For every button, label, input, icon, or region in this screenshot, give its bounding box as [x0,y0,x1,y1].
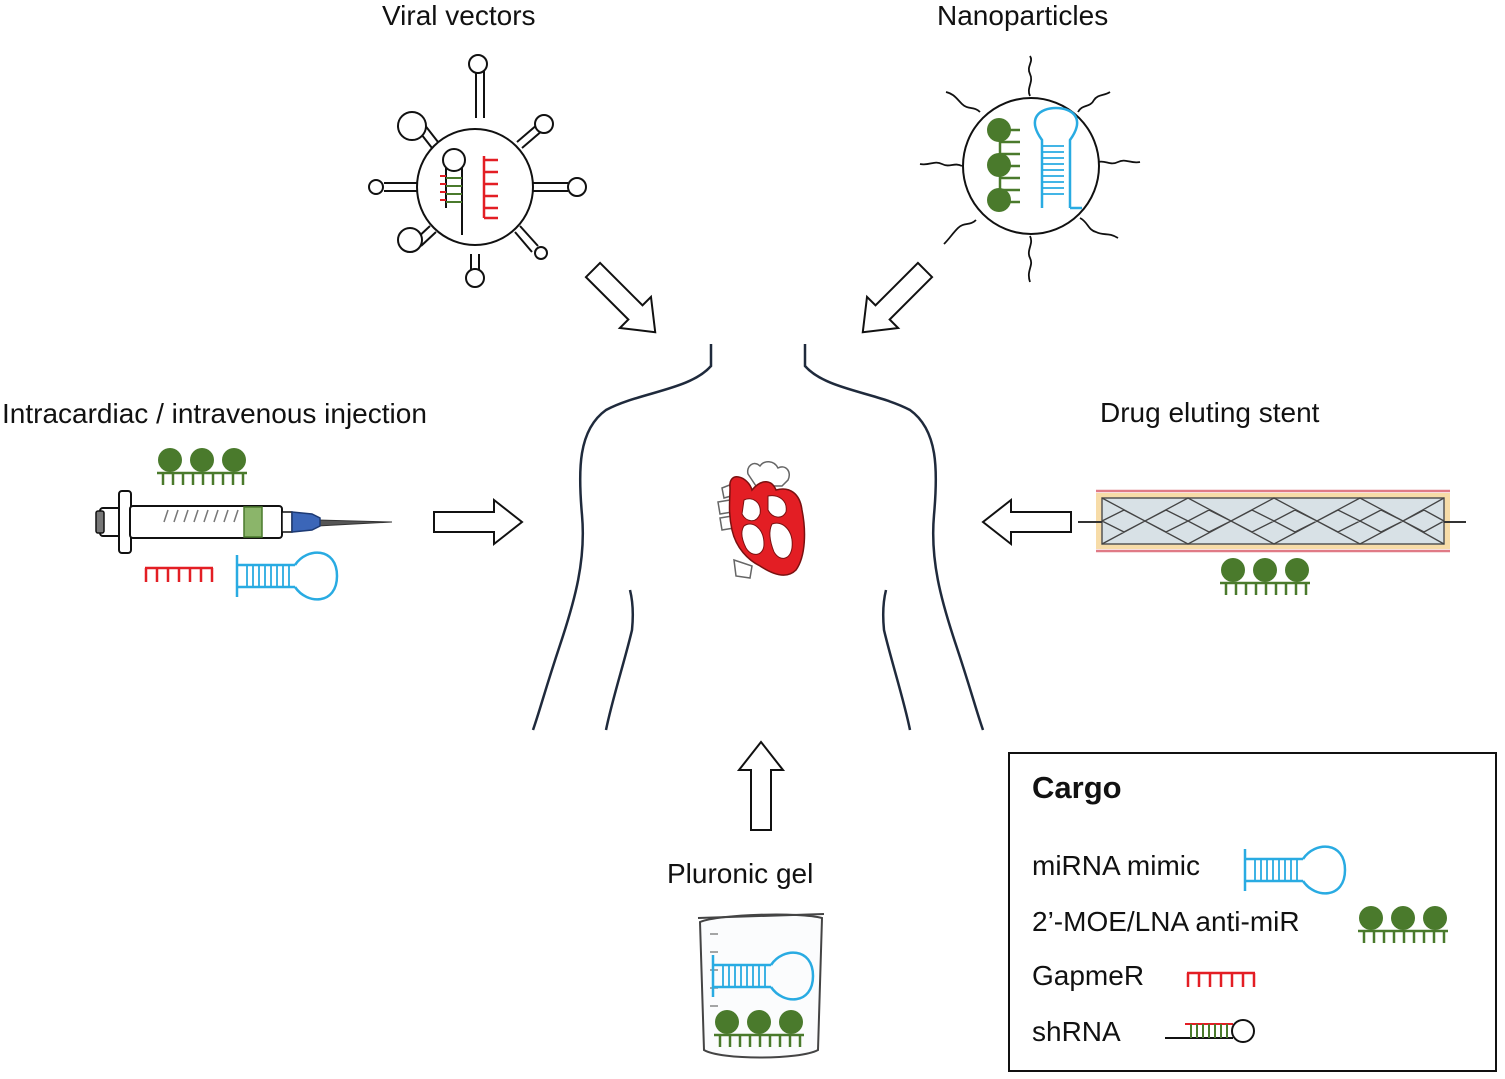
heart-icon [717,461,806,579]
legend-item-gapmer: GapmeR [1032,960,1145,991]
viral-vector-icon [368,54,587,288]
cargo-legend: Cargo miRNA mimic 2’-MOE/LNA anti-miR Ga… [1008,752,1497,1072]
label-viral-vectors: Viral vectors [382,0,536,31]
arrow-injection-icon [433,499,523,545]
legend-item-shrna: shRNA [1032,1016,1121,1047]
human-torso-icon [531,344,985,731]
label-stent: Drug eluting stent [1100,397,1320,428]
arrow-viral-icon [576,253,672,349]
syringe-icon [95,490,393,554]
gapmer-injection-icon [143,566,215,584]
label-pluronic-gel: Pluronic gel [667,858,814,889]
label-nanoparticles: Nanoparticles [937,0,1109,31]
arrow-gel-icon [738,741,784,831]
legend-item-antimir: 2’-MOE/LNA anti-miR [1032,906,1300,937]
arrow-nanoparticle-icon [846,253,942,349]
antimir-injection-icon [155,446,249,487]
legend-item-mimic: miRNA mimic [1032,850,1200,881]
label-injection: Intracardiac / intravenous injection [2,398,427,429]
nanoparticle-icon [919,55,1141,283]
mimic-injection-icon [235,551,339,601]
stent-icon [1078,489,1466,553]
legend-title: Cargo [1032,770,1122,805]
antimir-stent-icon [1218,556,1312,597]
arrow-stent-icon [982,499,1072,545]
